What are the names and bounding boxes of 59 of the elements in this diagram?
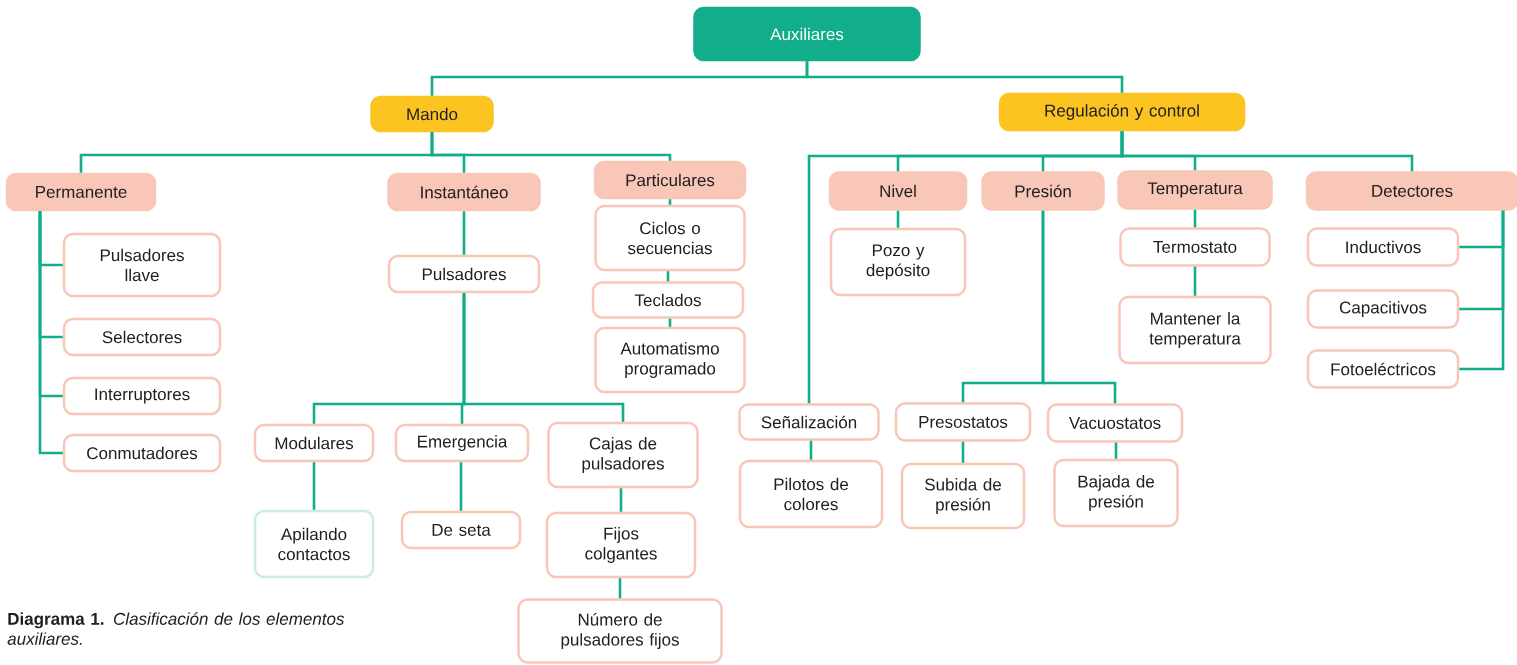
connector-line (312, 462, 316, 510)
subcategory-box: Particulares (593, 160, 747, 200)
item-box: Mantener la temperatura (1118, 295, 1272, 365)
connector-line (666, 271, 670, 282)
item-box: Pilotos de colores (738, 459, 884, 529)
connector-line (1041, 210, 1117, 404)
subcategory-box: Instantáneo (387, 172, 541, 212)
connector-line (618, 578, 622, 599)
connector-line (462, 293, 625, 422)
connector-line (1193, 209, 1197, 228)
item-box: Apilando contactos (253, 509, 375, 579)
item-box: Pulsadores llave (62, 232, 222, 298)
connector-line (619, 488, 623, 512)
caption: Diagrama 1. Clasificación de los elementos auxiliares. (7, 612, 345, 645)
item-box: Vacuostatos (1046, 403, 1184, 443)
connector-line (1120, 131, 1414, 172)
subcategory-box: Permanente (5, 172, 157, 212)
connector-line (961, 441, 965, 463)
connector-line (1459, 210, 1505, 371)
connector-line (459, 462, 463, 511)
connector-line (668, 318, 672, 327)
item-box: Selectores (62, 317, 222, 357)
subcategory-box: Presión (981, 171, 1105, 211)
connector-line (668, 199, 672, 205)
connector-line (462, 211, 466, 255)
subcategory-box: Detectores (1305, 171, 1517, 211)
item-box: Fotoeléctricos (1306, 349, 1460, 389)
item-box: Ciclos o secuencias (594, 204, 746, 272)
item-box: Interruptores (62, 376, 222, 416)
connector-line (38, 211, 63, 455)
item-box: Teclados (591, 281, 745, 319)
item-box: Emergencia (394, 423, 530, 463)
connector-line (1114, 442, 1118, 459)
connector-line (430, 132, 672, 161)
item-box: Número de pulsadores fijos (517, 598, 723, 664)
item-box: Pulsadores (387, 254, 541, 294)
item-box: Señalización (738, 403, 880, 441)
connector-line (1193, 266, 1197, 296)
item-box: Automatismo programado (594, 326, 746, 394)
item-box: Modulares (253, 423, 375, 463)
item-box: Pozo y depósito (829, 227, 967, 297)
item-box: Cajas de pulsadores (547, 421, 699, 489)
connector-line (809, 440, 813, 460)
root-box: Auxiliares (693, 6, 921, 62)
connector-line (805, 61, 1124, 93)
connector-line (896, 210, 900, 228)
subcategory-box: Nivel (828, 171, 968, 211)
item-box: Presostatos (894, 402, 1032, 442)
item-box: Subida de presión (900, 462, 1026, 530)
item-box: De seta (400, 510, 522, 550)
item-box: Inductivos (1306, 227, 1460, 267)
item-box: Fijos colgantes (545, 511, 697, 579)
item-box: Capacitivos (1306, 289, 1460, 329)
category-box: Regulación y control (998, 92, 1246, 132)
item-box: Bajada de presión (1053, 458, 1179, 528)
subcategory-box: Temperatura (1117, 170, 1273, 210)
item-box: Conmutadores (62, 433, 222, 473)
item-box: Termostato (1119, 227, 1271, 267)
category-box: Mando (370, 95, 494, 133)
